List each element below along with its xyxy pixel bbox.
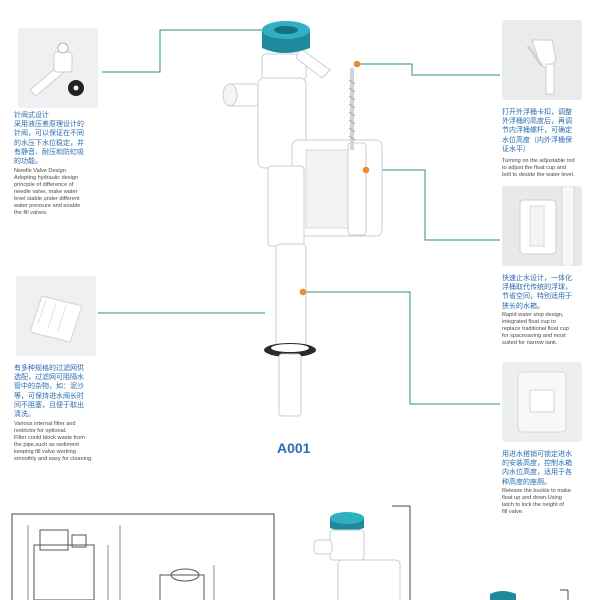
text-line: 快速止水设计，一体化 (502, 274, 572, 282)
leader-line-float (362, 169, 500, 241)
text-line: needle valve, make water (14, 189, 78, 195)
leader-line-buckle (303, 291, 500, 405)
text-line: the fill valves. (14, 210, 48, 216)
model-label: A001 (277, 440, 311, 456)
text-line: bolt to deside the water level. (502, 172, 575, 178)
leader-line-needle (102, 29, 268, 73)
filter-cn: 有多种规格的过滤网供 选配，过滤网可阻隔水 管中的杂物，如：泥沙 等，可保持进水… (14, 364, 108, 419)
text-line: 打开外浮桶卡扣，调整 (502, 108, 572, 116)
needle-valve-thumbnail (18, 28, 98, 108)
text-line: restrictor for optional. (14, 428, 67, 434)
needle-valve-cn-title: 针阀式设计 (14, 111, 49, 119)
text-line: the pipe,such as sediment (14, 442, 79, 448)
text-line: 水位高度（内外浮桶保 (502, 135, 572, 144)
text-line: 外浮桶的高度后，再调 (502, 117, 572, 126)
text-line: 的安装高度，控制水箱 (502, 459, 572, 468)
text-line: Turning on the adjustable rod (502, 158, 575, 164)
text-line: 采用液压差原理设计的 (14, 120, 84, 129)
technical-drawing (11, 513, 275, 600)
leader-line-rod (357, 63, 500, 76)
text-line: 浮桶取代传统的浮球， (502, 283, 572, 292)
text-line: level stable under different (14, 196, 80, 202)
text-line: Needle Valve Design (14, 168, 66, 174)
text-line: integrated float cup to (502, 319, 556, 325)
filter-en: Various internal filter and restrictor f… (14, 421, 114, 463)
text-line: 清洗。 (14, 410, 35, 419)
text-line: smoothly and easy for cleaning. (14, 456, 93, 462)
text-line: Various internal filter and (14, 421, 76, 427)
text-line: 选配，过滤网可阻隔水 (14, 373, 84, 382)
text-line: 的水压下水位稳定，并 (14, 138, 84, 147)
text-line: to adjust the float cup and (502, 165, 567, 171)
text-line: 等，可保持进水阀长时 (14, 391, 84, 400)
text-line: for spacesaving and most (502, 333, 566, 339)
adjustable-rod-thumbnail (502, 20, 582, 100)
text-line: keeping fill valve working (14, 449, 76, 455)
text-line: Release the buckle to make (502, 488, 572, 494)
text-line: Adopting hydraulic design (14, 175, 79, 181)
text-line: float up and down.Using (502, 495, 563, 501)
text-line: 用进水搭销可锁定进水 (502, 450, 572, 458)
text-line: 针阀，可以保证在不同 (14, 129, 84, 138)
text-line: principle of difference of (14, 182, 74, 188)
text-line: 有多种规格的过滤网供 (14, 364, 84, 372)
text-line: 管中的杂物，如：泥沙 (14, 382, 84, 391)
fill-valve-main (222, 21, 383, 417)
buckle-thumbnail (502, 362, 582, 442)
buckle-cn: 用进水搭销可锁定进水 的安装高度，控制水箱 内水位高度，适用于各 种高度的座厕。 (502, 450, 594, 487)
text-line: replace traditional float cup (502, 326, 569, 332)
text-line: 证水平） (502, 144, 530, 153)
water-stop-cn: 快速止水设计，一体化 浮桶取代传统的浮球， 节省空间，特别适用于 狭长的水箱。 (502, 274, 594, 311)
water-stop-en: Rapid water stop design, integrated floa… (502, 312, 598, 347)
filter-thumbnail (16, 276, 96, 356)
needle-valve-cn: 针阀式设计 采用液压差原理设计的 针阀，可以保证在不同 的水压下水位稳定，并 有… (14, 111, 106, 166)
text-line: 节省空间，特别适用于 (502, 292, 572, 301)
adjustable-rod-cn: 打开外浮桶卡扣，调整 外浮桶的高度后，再调 节内浮桶螺杆，可确定 水位高度（内外… (502, 108, 594, 154)
text-line: 种高度的座厕。 (502, 477, 551, 486)
text-line: Filter conld block waste from (14, 435, 85, 441)
text-line: suited for narrow tank. (502, 340, 558, 346)
buckle-en: Release the buckle to make float up and … (502, 488, 598, 516)
needle-valve-en: Needle Valve Design Adopting hydraulic d… (14, 168, 112, 217)
text-line: latch to lock the neight of (502, 502, 564, 508)
text-line: 内水位高度，适用于各 (502, 468, 572, 477)
text-line: water pressure and enable (14, 203, 81, 209)
text-line: 间不阻塞，且便于取出 (14, 400, 84, 409)
fill-valve-small (313, 505, 569, 600)
adjustable-rod-en: Turning on the adjustable rod to adjust … (502, 158, 598, 179)
text-line: 狭长的水箱。 (502, 301, 544, 310)
text-line: 节内浮桶螺杆，可确定 (502, 126, 572, 135)
text-line: 的功能。 (14, 157, 42, 166)
text-line: Rapid water stop design, (502, 312, 564, 318)
float-cup-thumbnail (502, 186, 582, 266)
text-line: fill valve. (502, 509, 524, 515)
text-line: 有静音、耐压和防虹吸 (14, 147, 84, 156)
